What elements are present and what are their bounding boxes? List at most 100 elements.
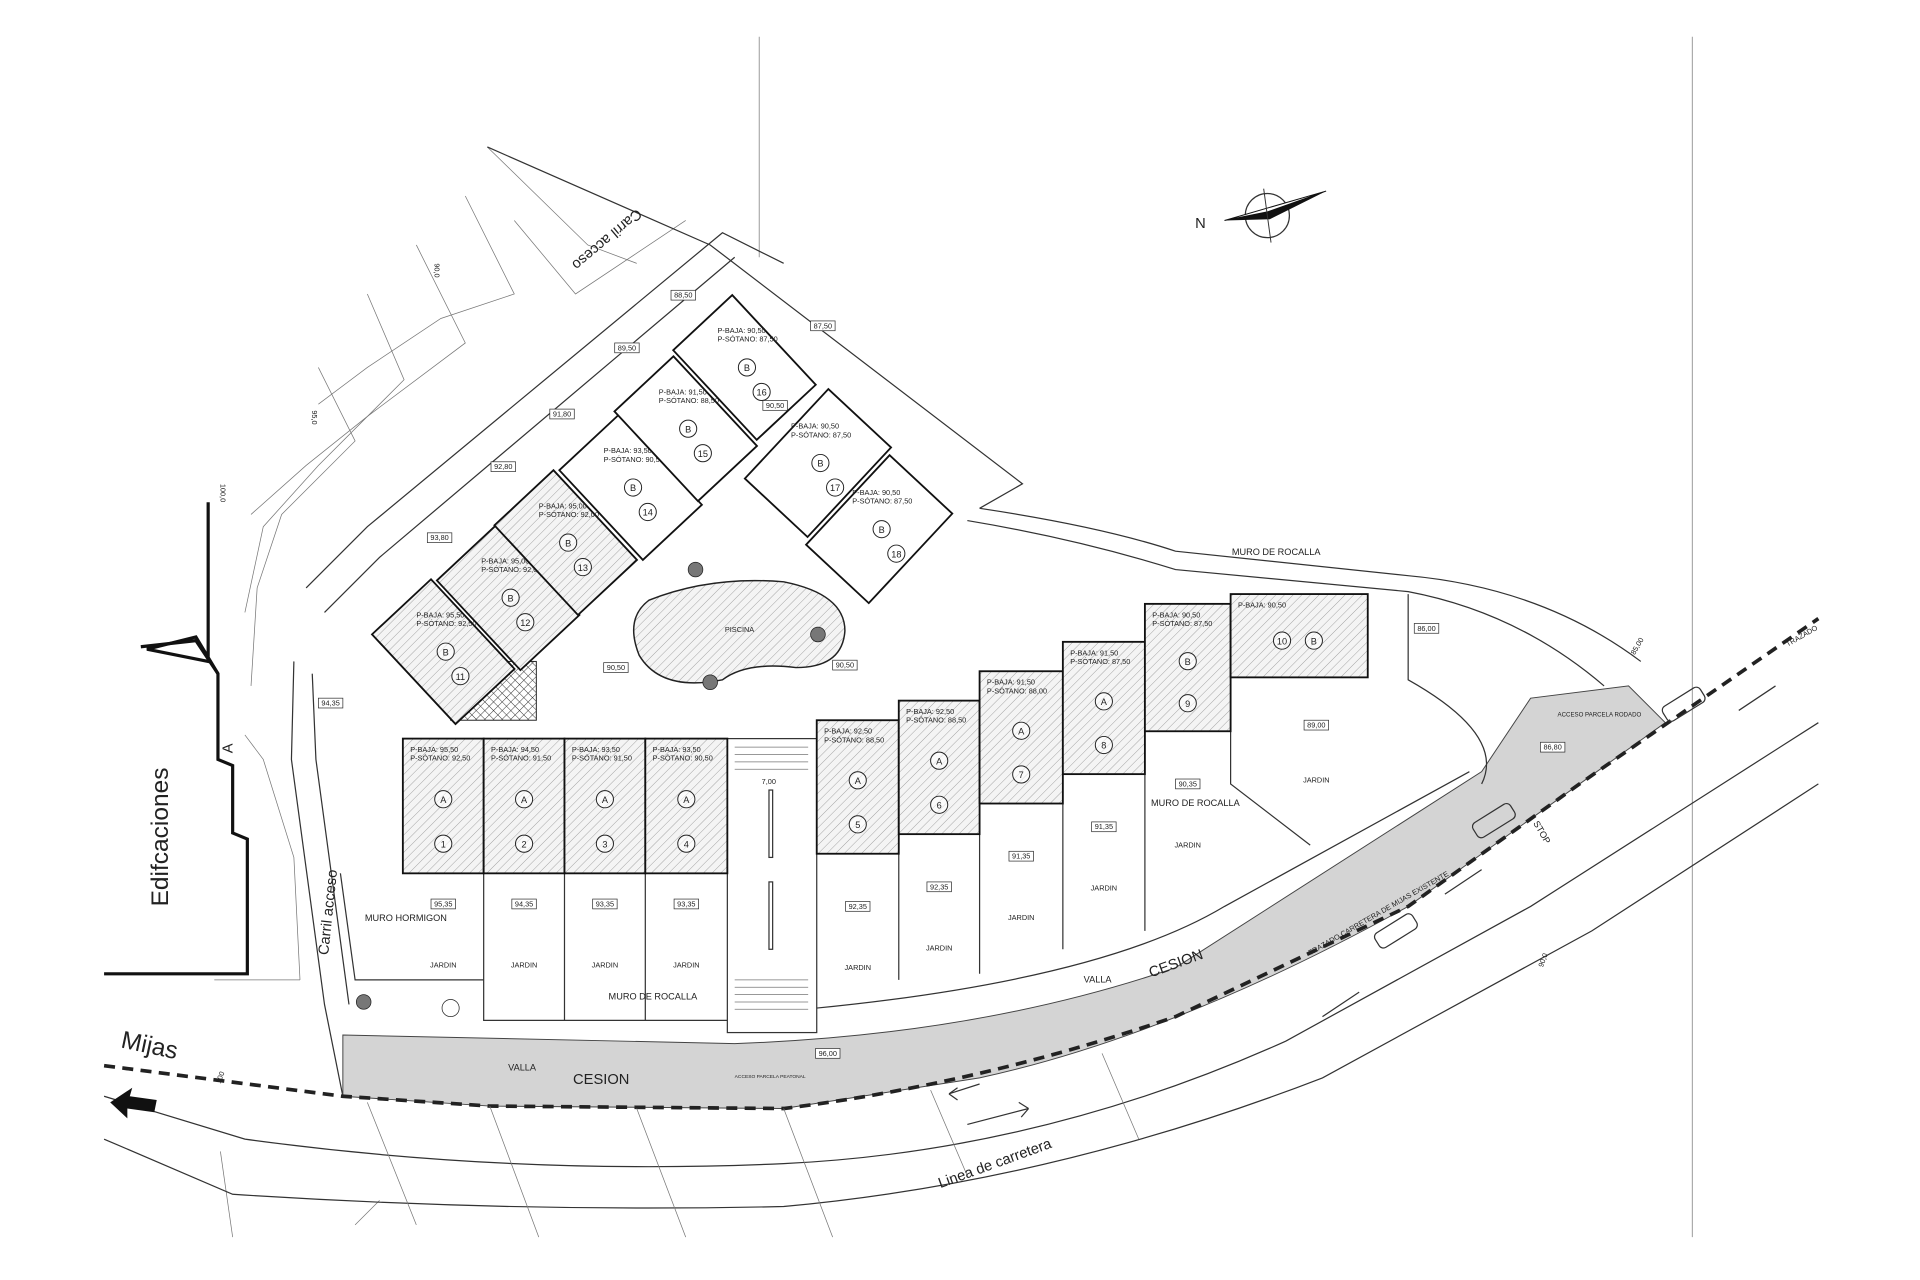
unit-number-circle xyxy=(826,478,845,497)
spot-level-box xyxy=(603,662,629,673)
spot-level: 94,35 xyxy=(321,699,339,708)
unit-number-circle xyxy=(1272,631,1292,650)
unit-number: 2 xyxy=(522,839,527,849)
spot-level-box xyxy=(549,408,575,420)
unit-type-circle xyxy=(1012,721,1031,740)
unit-sotano-level: P-SÓTANO: 87,50 xyxy=(791,430,851,439)
unit-number: 13 xyxy=(578,563,588,573)
spot-level-box xyxy=(614,342,640,354)
garden-label: JARDIN xyxy=(845,963,871,972)
spot-level: 91,80 xyxy=(553,409,571,418)
edificaciones-label: Edifcaciones xyxy=(147,768,174,907)
unit-number: 1 xyxy=(441,839,446,849)
unit-9[interactable]: P-BAJA: 90,50P-SÓTANO: 87,50B990,35JARDI… xyxy=(1143,602,1232,850)
unit-baja-level: P-BAJA: 93,50 xyxy=(572,745,620,754)
spot-level-box xyxy=(490,461,516,472)
carril-acceso-left-label: Carril acceso xyxy=(316,869,341,956)
unit-number: 3 xyxy=(602,839,607,849)
unit-baja-level: P-BAJA: 92,50 xyxy=(824,727,872,736)
acceso-peatonal-label: ACCESO PARCELA PEATONAL xyxy=(735,1074,806,1080)
muro-rocalla-front-label: MURO DE ROCALLA xyxy=(609,992,699,1002)
unit-baja-level: P-BAJA: 91,50 xyxy=(987,678,1035,687)
unit-8[interactable]: P-BAJA: 91,50P-SÓTANO: 87,50A891,35JARDI… xyxy=(1061,640,1146,893)
unit-type-circle xyxy=(872,520,891,539)
unit-baja-level: P-BAJA: 90,50 xyxy=(718,326,766,335)
garden-level-box xyxy=(926,881,952,893)
mijas-direction-arrow-icon xyxy=(110,1087,157,1119)
unit-number-circle xyxy=(515,834,534,853)
carril-acceso-top-label: Carril acceso xyxy=(569,205,645,272)
unit-number-circle xyxy=(451,667,470,686)
swimming-pool xyxy=(633,579,846,684)
spot-levels-layer: 88,5089,5087,5091,8092,8093,8090,5094,35… xyxy=(214,263,1646,1084)
contour-label: 90,0 xyxy=(1536,952,1549,968)
unit-type-circle xyxy=(930,751,949,770)
garden-label: JARDIN xyxy=(926,944,952,953)
unit-number-circle xyxy=(1094,735,1113,755)
unit-number: 6 xyxy=(937,800,942,810)
valla-left-label: VALLA xyxy=(508,1063,537,1073)
unit-type: B xyxy=(1311,636,1317,646)
unit-sotano-level: P-SÓTANO: 92,00 xyxy=(481,565,541,574)
unit-6[interactable]: P-BAJA: 92,50P-SÓTANO: 88,50A692,35JARDI… xyxy=(897,699,981,953)
garden-partitions xyxy=(339,594,1488,1021)
spot-level-box xyxy=(1540,741,1566,753)
garden-label: JARDIN xyxy=(1091,883,1117,892)
north-arrow-icon xyxy=(1224,188,1327,243)
unit-sotano-level: P-SÓTANO: 92,50 xyxy=(416,619,476,628)
unit-number: 8 xyxy=(1101,741,1106,751)
unit-number-circle xyxy=(848,815,867,834)
unit-type-circle xyxy=(1094,692,1113,711)
unit-5[interactable]: P-BAJA: 92,50P-SÓTANO: 88,50A592,35JARDI… xyxy=(815,719,900,972)
unit-number-circle xyxy=(930,795,949,814)
spot-level-box xyxy=(1413,623,1440,634)
unit-type-circle xyxy=(1304,631,1323,650)
terrain-contours xyxy=(214,36,1693,1238)
unit-baja-level: P-BAJA: 90,50 xyxy=(1238,601,1286,610)
spot-level: 86,00 xyxy=(1417,624,1435,633)
unit-1[interactable]: P-BAJA: 95,50P-SÓTANO: 92,50A195,35JARDI… xyxy=(401,737,485,970)
unit-sotano-level: P-SÓTANO: 88,50 xyxy=(906,716,966,725)
unit-type-circle xyxy=(434,790,453,809)
road-lines xyxy=(103,722,1819,1238)
garden-label: JARDIN xyxy=(1175,841,1201,850)
unit-baja-level: P-BAJA: 90,50 xyxy=(791,422,839,431)
stair-width-dimension: 7,00 xyxy=(762,777,776,786)
unit-number: 12 xyxy=(520,618,530,628)
central-stairway xyxy=(726,737,818,1034)
mijas-label: Mijas xyxy=(119,1027,180,1065)
unit-type: B xyxy=(508,593,514,603)
valla-right-label: VALLA xyxy=(1084,974,1113,984)
garden-level-box xyxy=(511,898,537,910)
unit-number-circle xyxy=(1012,765,1031,784)
unit-sotano-level: P-SÓTANO: 87,50 xyxy=(1152,619,1212,628)
unit-number-circle xyxy=(693,444,712,463)
unit-2[interactable]: P-BAJA: 94,50P-SÓTANO: 91,50A294,35JARDI… xyxy=(482,737,566,970)
unit-7[interactable]: P-BAJA: 91,50P-SÓTANO: 88,00A791,35JARDI… xyxy=(978,670,1064,922)
garden-level: 91,35 xyxy=(1012,852,1030,861)
cesion-left-label: CESION xyxy=(573,1072,629,1088)
spot-level: 90,50 xyxy=(836,661,854,670)
unit-number-circle xyxy=(595,834,614,853)
unit-number: 11 xyxy=(456,672,466,682)
unit-sotano-level: P-SÓTANO: 92,00 xyxy=(539,510,599,519)
unit-4[interactable]: P-BAJA: 93,50P-SÓTANO: 90,50A493,35JARDI… xyxy=(644,737,729,970)
spot-level-box xyxy=(762,400,788,411)
unit-baja-level: P-BAJA: 94,50 xyxy=(491,745,539,754)
unit-sotano-level: P-SÓTANO: 87,50 xyxy=(852,496,912,505)
unit-type: B xyxy=(879,525,885,535)
unit-3[interactable]: P-BAJA: 93,50P-SÓTANO: 91,50A393,35JARDI… xyxy=(563,737,647,970)
unit-type: A xyxy=(855,776,862,786)
unit-type: B xyxy=(1185,657,1191,667)
garden-label: JARDIN xyxy=(592,961,618,970)
spot-level-box xyxy=(670,289,696,301)
